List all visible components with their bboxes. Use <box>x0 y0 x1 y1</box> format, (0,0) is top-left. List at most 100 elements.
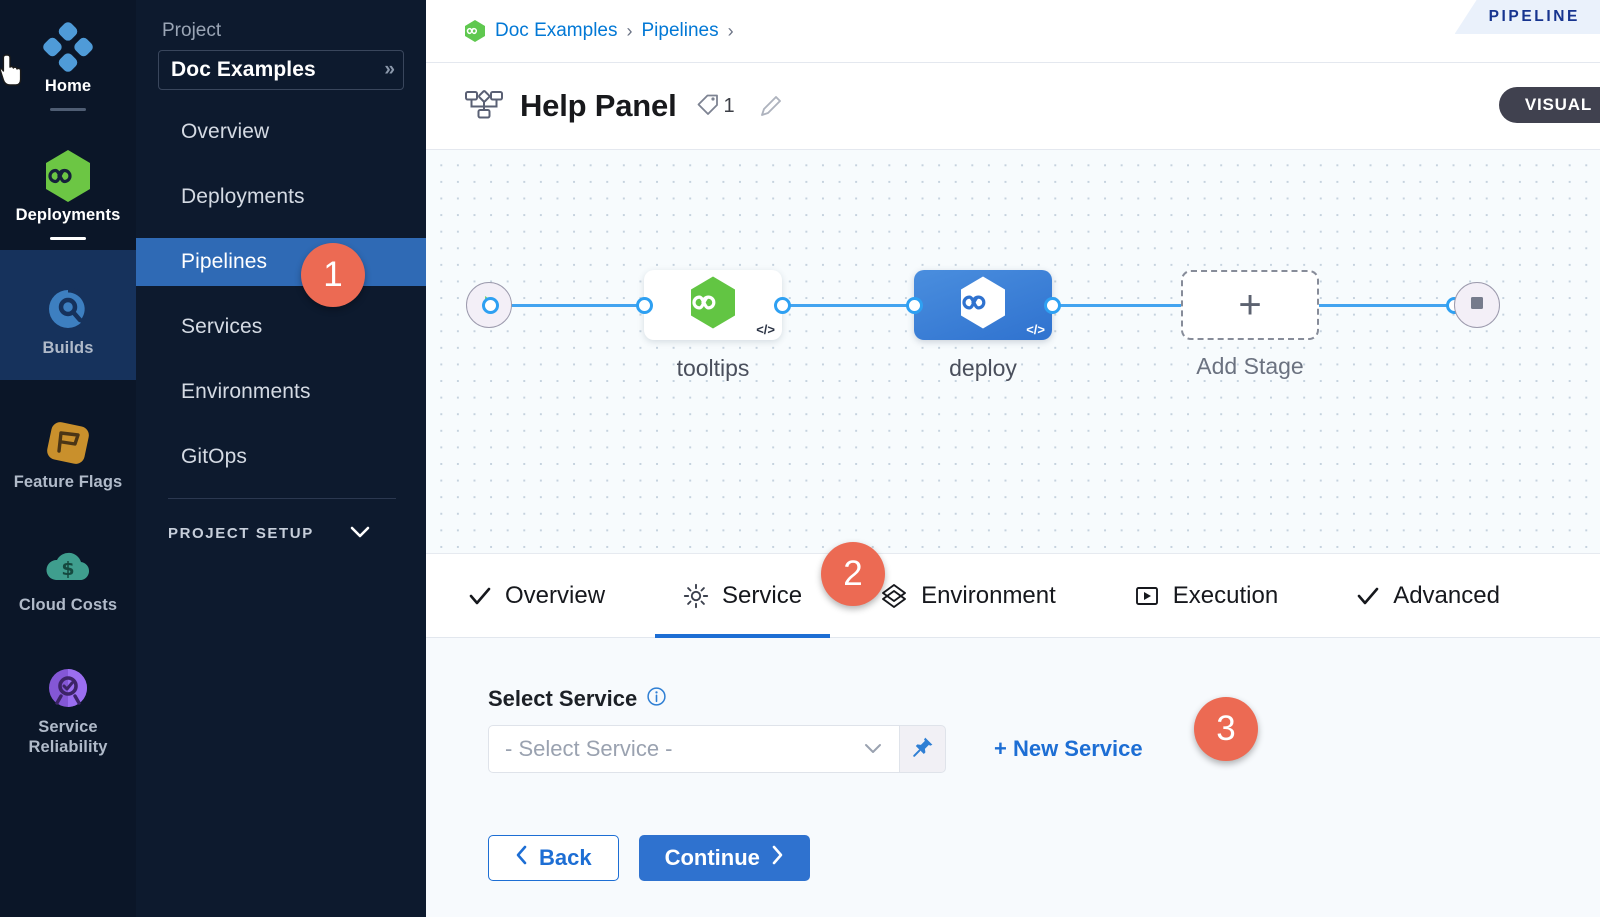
project-selector[interactable]: Doc Examples » <box>158 50 404 90</box>
chevron-right-icon <box>771 845 784 871</box>
tab-execution[interactable]: Execution <box>1132 554 1280 638</box>
stage-node-deploy[interactable]: </> <box>914 270 1052 340</box>
breadcrumb-item-1[interactable]: Pipelines <box>641 20 719 41</box>
stop-square-icon <box>1468 294 1486 317</box>
rail-item-deployments-label: Deployments <box>15 206 121 225</box>
rail-item-service-reliability[interactable]: Service Reliability <box>0 625 136 767</box>
info-icon[interactable] <box>646 686 667 712</box>
tag-badge[interactable]: 1 <box>695 91 735 122</box>
sidebar-item-overview[interactable]: Overview <box>136 108 426 156</box>
edge-addstage-to-end <box>1316 304 1454 307</box>
sidebar-item-gitops-label: GitOps <box>181 445 247 468</box>
pin-button[interactable] <box>900 725 946 773</box>
layers-diamond-icon <box>880 582 908 610</box>
tab-overview-label: Overview <box>505 581 606 609</box>
deployments-hexagon-icon <box>4 147 132 205</box>
sidebar-item-gitops[interactable]: GitOps <box>136 433 426 481</box>
sidebar-item-services[interactable]: Services <box>136 303 426 351</box>
sidebar-item-environments[interactable]: Environments <box>136 368 426 416</box>
rail-item-builds-label: Builds <box>42 339 94 358</box>
rail-underline-deployments <box>50 237 86 241</box>
rail-item-cloud-costs-label: Cloud Costs <box>18 595 118 614</box>
project-hexagon-icon <box>464 19 486 43</box>
play-box-icon <box>1134 584 1160 608</box>
rail-item-builds[interactable]: Builds <box>0 250 136 381</box>
rail-item-service-reliability-label: Service Reliability <box>28 717 108 756</box>
project-nav: Overview Deployments Pipelines Services … <box>136 108 426 481</box>
rail-underline-home <box>50 108 86 112</box>
select-service-dropdown[interactable]: - Select Service - <box>488 725 900 773</box>
callout-badge-1: 1 <box>301 243 365 307</box>
port-deploy-in[interactable] <box>906 297 923 314</box>
pipeline-canvas[interactable]: </> tooltips </> deploy + <box>426 150 1600 554</box>
rail-item-feature-flags-label: Feature Flags <box>13 473 123 492</box>
chevron-left-icon <box>515 845 528 871</box>
rail-item-home[interactable]: Home <box>0 0 136 122</box>
project-caption: Project <box>162 20 222 41</box>
back-button-label: Back <box>539 845 592 870</box>
tab-service[interactable]: Service <box>655 554 831 638</box>
mouse-cursor-pointing-hand <box>0 54 30 93</box>
pipeline-end-node[interactable] <box>1454 282 1500 328</box>
pipeline-studio-ribbon: PIPELINE <box>1454 0 1600 34</box>
green-hexagon-infinity-icon <box>687 275 739 336</box>
rail-item-deployments[interactable]: Deployments <box>0 121 136 251</box>
stage-node-tooltips[interactable]: </> <box>644 270 782 340</box>
continue-button[interactable]: Continue <box>638 835 810 881</box>
breadcrumb-separator-0: › <box>626 20 633 41</box>
feature-flags-icon <box>4 414 132 472</box>
sidebar-item-deployments[interactable]: Deployments <box>136 173 426 221</box>
tag-count: 1 <box>723 94 735 117</box>
tab-execution-label: Execution <box>1172 581 1279 609</box>
main-area: PIPELINE Doc Examples › Pipelines › <box>426 0 1600 917</box>
pin-icon <box>911 735 935 764</box>
port-start-out[interactable] <box>482 297 499 314</box>
tab-overview[interactable]: Overview <box>466 554 607 638</box>
port-deploy-out[interactable] <box>1044 297 1061 314</box>
service-form: Select Service - Select Service - <box>426 638 1600 917</box>
add-stage-node[interactable]: + <box>1181 270 1319 340</box>
stage-label-tooltips: tooltips <box>676 355 750 381</box>
cloud-costs-icon: $ <box>4 537 132 595</box>
breadcrumb: Doc Examples › Pipelines › <box>426 0 1600 62</box>
sidebar-item-environments-label: Environments <box>181 380 311 403</box>
tag-icon <box>695 91 721 122</box>
rail-item-cloud-costs[interactable]: $ Cloud Costs <box>0 503 136 625</box>
chevron-down-icon <box>350 525 370 542</box>
add-stage-label: Add Stage <box>1196 353 1304 379</box>
sidebar-project-setup-label: PROJECT SETUP <box>168 525 314 542</box>
breadcrumb-item-0[interactable]: Doc Examples <box>495 20 618 41</box>
double-chevron-right-icon: » <box>384 59 394 80</box>
sidebar-item-pipelines[interactable]: Pipelines <box>136 238 426 286</box>
callout-badge-3: 3 <box>1194 697 1258 761</box>
check-icon <box>1356 585 1380 607</box>
form-actions: Back Continue <box>488 835 1600 881</box>
code-badge-tooltips[interactable]: </> <box>756 322 775 337</box>
select-service-value: - Select Service - <box>505 736 673 761</box>
sidebar-project-setup[interactable]: PROJECT SETUP <box>136 499 426 542</box>
tab-environment[interactable]: Environment <box>878 554 1058 638</box>
rail-item-feature-flags[interactable]: Feature Flags <box>0 380 136 502</box>
project-selector-value: Doc Examples <box>171 58 316 81</box>
page-title: Help Panel <box>520 88 677 123</box>
port-tooltips-out[interactable] <box>774 297 791 314</box>
edge-start-to-tooltips <box>486 304 648 307</box>
stage-label-deploy: deploy <box>949 355 1017 381</box>
new-service-link[interactable]: + New Service <box>994 736 1143 761</box>
back-button[interactable]: Back <box>488 835 619 881</box>
svg-text:$: $ <box>61 558 74 580</box>
rail-item-home-label: Home <box>44 77 92 95</box>
pencil-edit-icon[interactable] <box>757 92 785 120</box>
tab-service-label: Service <box>722 581 803 609</box>
tab-advanced[interactable]: Advanced <box>1354 554 1502 638</box>
home-diamond-icon <box>4 18 132 76</box>
project-sidebar: Project Doc Examples » Overview Deployme… <box>136 0 426 917</box>
code-badge-deploy[interactable]: </> <box>1026 322 1045 337</box>
sidebar-item-overview-label: Overview <box>181 120 270 143</box>
pipeline-flow-icon <box>464 89 504 123</box>
stage-tabs: Overview Service <box>426 554 1600 638</box>
service-reliability-icon <box>4 659 132 717</box>
port-tooltips-in[interactable] <box>636 297 653 314</box>
mode-badge-visual[interactable]: VISUAL <box>1498 87 1600 123</box>
